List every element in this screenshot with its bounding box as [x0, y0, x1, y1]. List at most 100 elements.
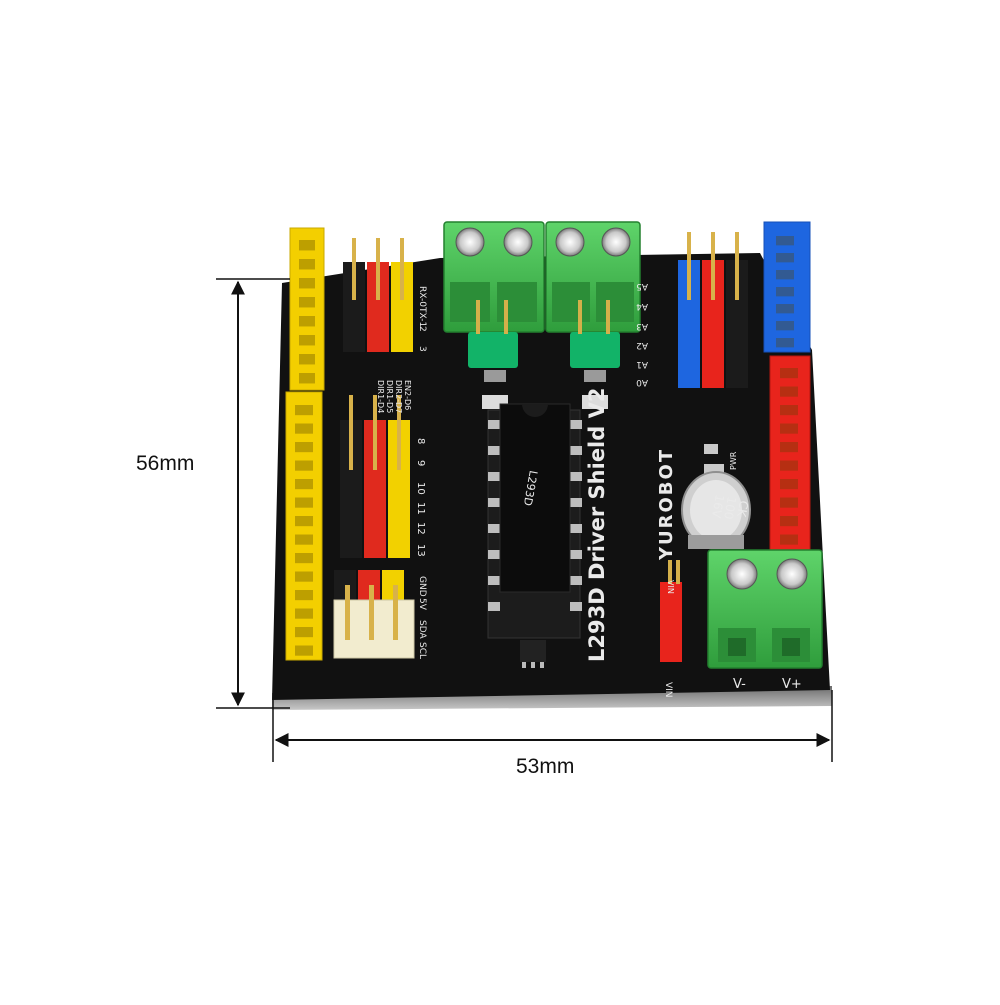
pin-label: SDA: [417, 620, 427, 639]
header-hole: [776, 321, 794, 331]
header-hole: [776, 253, 794, 263]
width-dimension-label: 53mm: [516, 755, 575, 778]
l293d-ic: L293D: [487, 403, 582, 639]
header-hole: [299, 354, 315, 365]
height-dimension-label: 56mm: [136, 452, 195, 475]
ic-leg: [488, 446, 500, 455]
pin-label: 10: [415, 482, 426, 495]
pin-label: 8: [415, 438, 426, 444]
header-hole: [299, 316, 315, 327]
pin-label: A1: [636, 359, 648, 369]
power-label-minus: V-: [733, 677, 746, 692]
header-hole: [295, 608, 313, 619]
header-hole: [780, 386, 798, 397]
gold-pin: [397, 395, 401, 470]
header-hole: [776, 270, 794, 280]
header-hole: [780, 497, 798, 508]
ic-leg: [570, 602, 582, 611]
digital-pin-headers: [340, 395, 410, 558]
header-hole: [780, 460, 798, 471]
header-hole: [776, 338, 794, 348]
header-hole: [780, 442, 798, 453]
header-hole: [299, 240, 315, 251]
header-hole: [780, 423, 798, 434]
vin-label-top: VIN: [666, 580, 675, 594]
ic-leg: [570, 420, 582, 429]
gold-pin: [687, 232, 691, 300]
header-hole: [295, 460, 313, 471]
gold-pin: [345, 585, 350, 640]
right-blue-header: [763, 221, 811, 353]
header-hole: [295, 442, 313, 453]
pin-label: 3: [417, 346, 427, 352]
pin-label: 9: [415, 460, 426, 466]
gold-pin: [735, 232, 739, 300]
vin-label-bottom: VIN: [663, 682, 673, 698]
pin-label: 11: [415, 502, 426, 515]
header-hole: [776, 287, 794, 297]
header-hole: [776, 236, 794, 246]
header-hole: [295, 423, 313, 434]
header-hole: [295, 645, 313, 656]
pin-label: A3: [636, 321, 648, 331]
pin-label: RX-0: [417, 286, 427, 307]
width-dimension: [272, 690, 833, 762]
header-hole: [295, 516, 313, 527]
capacitor-line-2: 100: [721, 495, 739, 520]
gold-pin: [349, 395, 353, 470]
pin-label: 13: [415, 544, 426, 557]
gold-pin: [373, 395, 377, 470]
header-hole: [780, 516, 798, 527]
analog-pin-headers: [678, 232, 748, 388]
i2c-pin-headers: [333, 570, 415, 659]
ic-leg: [488, 602, 500, 611]
power-terminal-block: [707, 549, 823, 669]
pin-label: TX-1: [417, 306, 427, 327]
pwr-label: PWR: [729, 451, 738, 470]
ic-leg: [488, 576, 500, 585]
header-hole: [299, 259, 315, 270]
power-label-plus: V+: [782, 677, 802, 692]
ic-leg: [570, 524, 582, 533]
green-jumper-left: [468, 300, 518, 368]
pin-label: A0: [636, 377, 648, 387]
ic-leg: [488, 524, 500, 533]
capacitor-line-3: 16V: [709, 493, 727, 519]
header-hole: [295, 590, 313, 601]
sot-regulator: [520, 640, 546, 668]
motor-terminal-block-left: [443, 221, 545, 333]
header-hole: [780, 405, 798, 416]
serial-pin-headers: [343, 238, 413, 352]
header-hole: [295, 497, 313, 508]
gold-pin: [352, 238, 356, 300]
gold-pin: [369, 585, 374, 640]
height-dimension: [216, 278, 290, 709]
ic-leg: [488, 498, 500, 507]
pin-label: 12: [415, 522, 426, 535]
header-hole: [780, 534, 798, 545]
pin-label: EN2-D6: [403, 380, 412, 410]
pin-label: SCL: [417, 642, 427, 659]
pin-label: A4: [636, 301, 648, 311]
pin-label: 5V: [417, 598, 427, 611]
header-hole: [295, 571, 313, 582]
capacitor-line-1: CK: [734, 499, 751, 519]
motor-terminal-block-right: [545, 221, 641, 333]
header-hole: [295, 627, 313, 638]
gold-pin: [376, 238, 380, 300]
pin-label: DIR2-D7: [394, 380, 403, 413]
ic-leg: [570, 446, 582, 455]
gold-pin: [711, 232, 715, 300]
left-yellow-header-bottom: [285, 391, 323, 661]
header-hole: [295, 553, 313, 564]
pin-label: 2: [417, 326, 427, 332]
smd-components: [482, 370, 724, 474]
pin-label: DIR1-D4: [376, 380, 385, 413]
chip-marking: L293D: [521, 469, 540, 506]
ic-leg: [570, 550, 582, 559]
green-jumper-right: [570, 300, 620, 368]
header-hole: [299, 335, 315, 346]
